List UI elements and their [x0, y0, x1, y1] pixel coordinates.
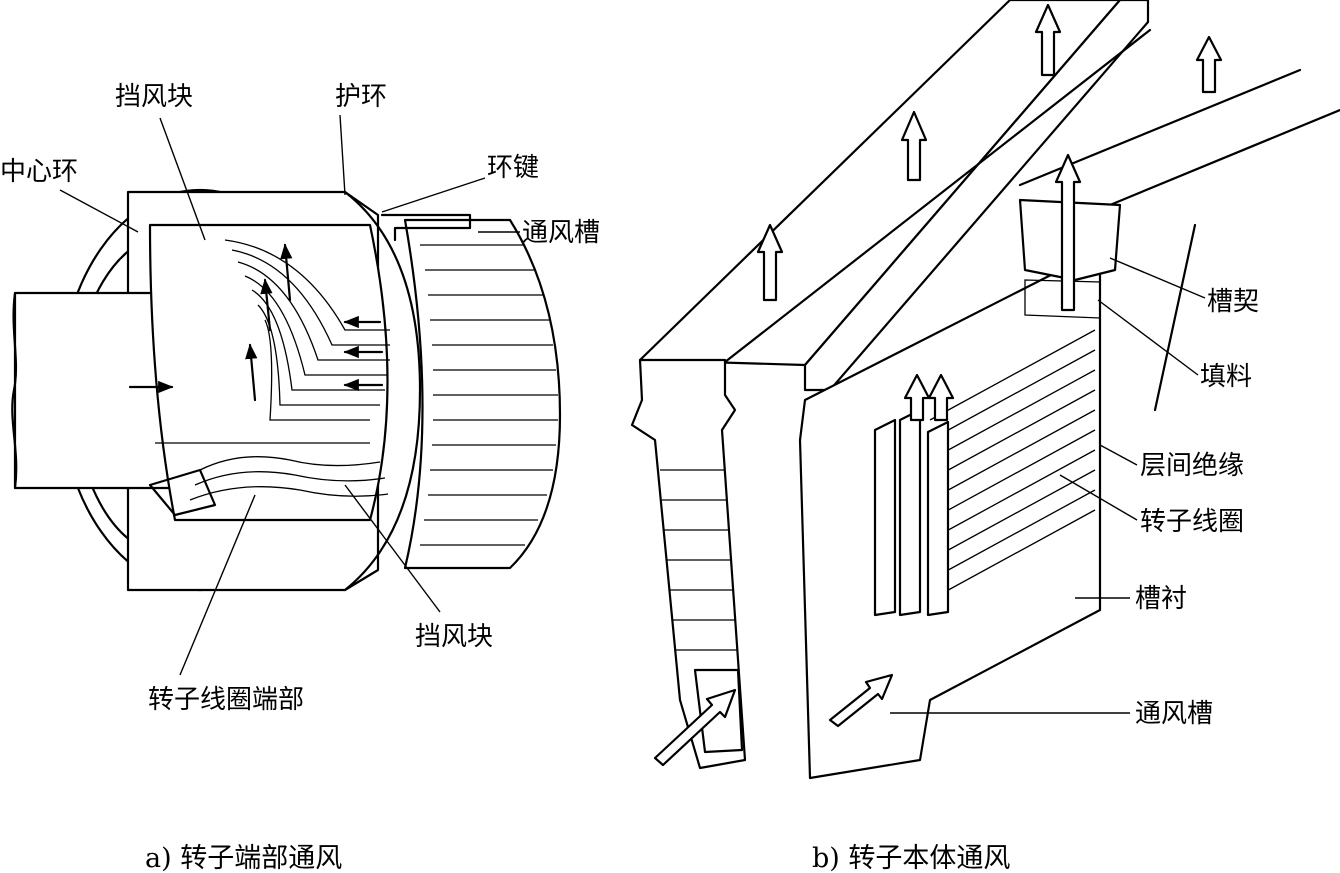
label-slot-wedge: 槽契: [1207, 287, 1259, 317]
label-rotor-coil: 转子线圈: [1140, 507, 1244, 537]
label-baffle-bottom: 挡风块: [415, 622, 493, 652]
label-vent-slot-b: 通风槽: [1135, 699, 1213, 729]
label-filler: 填料: [1200, 362, 1252, 392]
body-air-arrows: [653, 3, 1223, 767]
label-coil-end: 转子线圈端部: [148, 685, 304, 715]
panel-b-labels: 槽契 填料 层间绝缘 转子线圈 槽衬 通风槽: [890, 257, 1259, 729]
label-slot-liner: 槽衬: [1135, 584, 1187, 614]
caption-panel-b: b) 转子本体通风: [812, 843, 1010, 873]
label-center-ring: 中心环: [0, 157, 78, 187]
slot-liner-lines: [929, 329, 1096, 601]
coil-end-turns: [189, 239, 390, 501]
panel-a-labels: 挡风块 护环 中心环 环键 通风槽 挡风块 转子线圈端部: [0, 82, 600, 715]
panel-a-diagram: [11, 188, 562, 592]
air-flow-arrows: [128, 243, 384, 444]
label-vent-slot-a: 通风槽: [522, 218, 600, 248]
vent-slot-rings: [420, 244, 558, 546]
label-ring-key: 环键: [487, 153, 539, 183]
label-retaining-ring: 护环: [335, 82, 387, 112]
label-interlayer-insulation: 层间绝缘: [1140, 451, 1244, 481]
label-baffle-top: 挡风块: [115, 82, 193, 112]
panel-b-diagram: [630, 0, 1340, 780]
caption-panel-a: a) 转子端部通风: [145, 843, 342, 873]
tooth-laminations: [660, 469, 737, 651]
